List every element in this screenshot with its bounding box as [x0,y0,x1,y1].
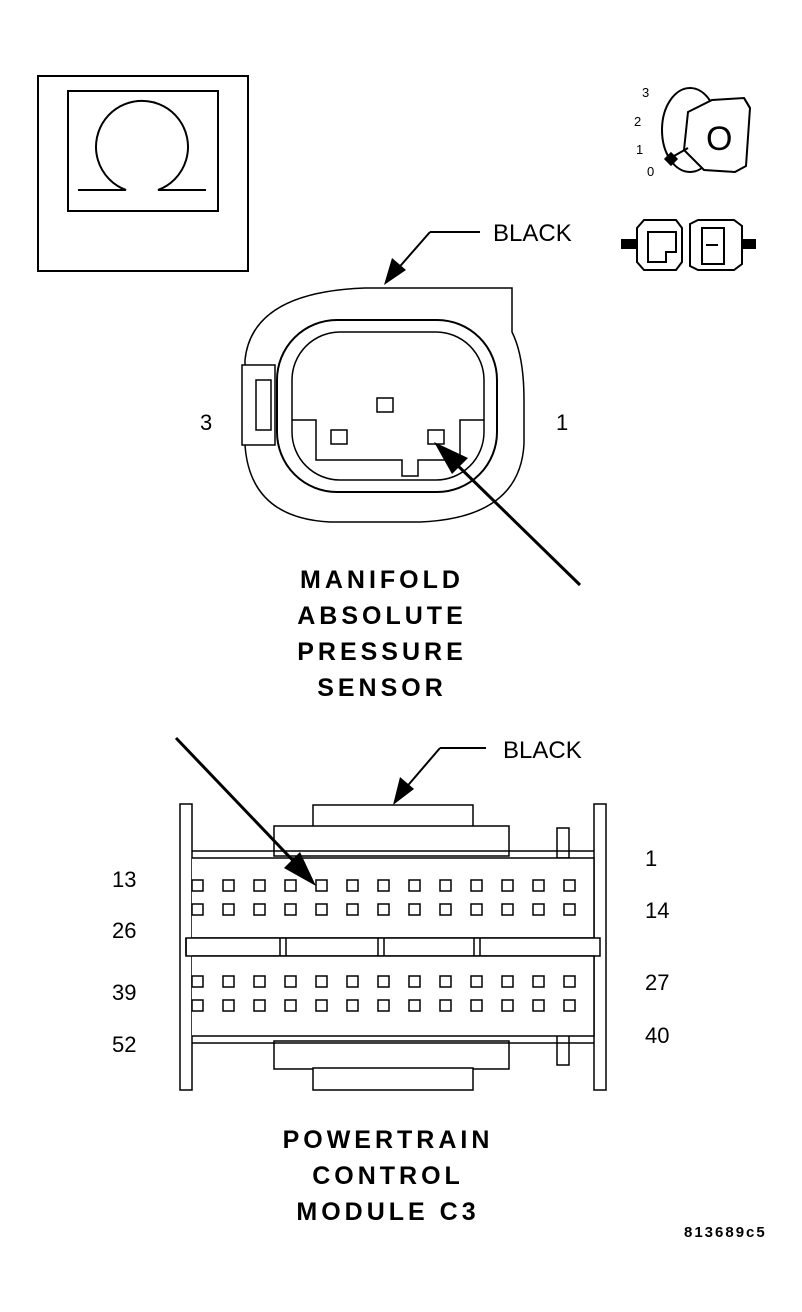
pcm-terminal [408,999,421,1012]
pcm-terminal [222,879,235,892]
pcm-terminal [222,999,235,1012]
pcm-terminal [439,879,452,892]
map-pin-right-number: 1 [556,410,568,435]
pcm-terminal [315,975,328,988]
pcm-pin-label-1: 1 [645,846,657,871]
pcm-terminal [377,879,390,892]
pcm-pin-label-52: 52 [112,1032,136,1057]
ignition-position-0: 0 [647,164,654,179]
ignition-key-letter: O [706,120,732,158]
map-sensor-connector: BLACK 3 1 [200,220,582,587]
pcm-color-label: BLACK [503,737,582,764]
pcm-terminal [377,903,390,916]
pcm-terminal [501,999,514,1012]
pcm-terminal [439,903,452,916]
pcm-terminal [253,879,266,892]
pcm-terminal [501,975,514,988]
pcm-terminal [408,903,421,916]
map-terminal-1 [427,429,445,445]
pcm-terminal-grid [191,879,576,1012]
pcm-terminal [191,999,204,1012]
pcm-terminal [346,903,359,916]
pcm-title: POWERTRAIN CONTROL MODULE C3 [283,1126,494,1226]
pcm-terminal [532,903,545,916]
pcm-terminal [532,999,545,1012]
pcm-terminal [315,999,328,1012]
pcm-terminal [439,999,452,1012]
pcm-terminal [532,975,545,988]
pcm-terminal [284,903,297,916]
pcm-terminal [253,999,266,1012]
pcm-terminal [501,879,514,892]
pcm-terminal [315,879,328,892]
pcm-terminal [470,975,483,988]
pcm-terminal [470,903,483,916]
ohm-icon [37,75,249,272]
pcm-connector: BLACK 13 26 39 52 1 1 [112,736,669,1091]
ignition-position-1: 1 [636,142,643,157]
pcm-title-line-1: POWERTRAIN [283,1126,494,1154]
pcm-terminal [470,879,483,892]
pcm-terminal [563,999,576,1012]
pcm-pin-label-39: 39 [112,980,136,1005]
pcm-terminal [377,975,390,988]
pcm-terminal [191,903,204,916]
map-title-line-1: MANIFOLD [300,566,464,594]
figure-code: 813689c5 [684,1224,767,1241]
map-sensor-title: MANIFOLD ABSOLUTE PRESSURE SENSOR [297,566,467,702]
map-terminal-3 [330,429,348,445]
pcm-terminal [253,975,266,988]
pcm-terminal [470,999,483,1012]
pcm-pin-label-40: 40 [645,1023,669,1048]
pcm-terminal [563,975,576,988]
pcm-terminal [191,975,204,988]
pcm-pin-label-27: 27 [645,970,669,995]
pcm-terminal [408,879,421,892]
pcm-terminal [284,999,297,1012]
map-terminal-2 [376,397,394,413]
pcm-terminal [222,975,235,988]
ignition-position-3: 3 [642,85,649,100]
pcm-pin-label-13: 13 [112,867,136,892]
pcm-pin-label-14: 14 [645,898,669,923]
ignition-position-2: 2 [634,114,641,129]
pcm-terminal [346,879,359,892]
pcm-terminal [284,975,297,988]
pcm-title-line-2: CONTROL [312,1162,464,1190]
map-title-line-4: SENSOR [317,674,447,702]
pcm-terminal [346,999,359,1012]
pcm-pin-label-26: 26 [112,918,136,943]
pcm-terminal [532,879,545,892]
pcm-terminal [501,903,514,916]
map-title-line-3: PRESSURE [297,638,467,666]
pcm-terminal [253,903,266,916]
pcm-terminal [222,903,235,916]
pcm-terminal [377,999,390,1012]
disconnected-connector-icon [621,219,756,271]
ignition-key-icon: 3 2 1 0 O [634,85,752,179]
pcm-terminal [346,975,359,988]
pcm-terminal [408,975,421,988]
pcm-title-line-3: MODULE C3 [296,1198,479,1226]
pcm-terminal [191,879,204,892]
map-sensor-color-label: BLACK [493,220,572,247]
pcm-terminal [563,879,576,892]
pcm-terminal [315,903,328,916]
map-pin-left-number: 3 [200,410,212,435]
map-title-line-2: ABSOLUTE [297,602,467,630]
pcm-terminal [439,975,452,988]
pcm-terminal [563,903,576,916]
pcm-terminal [284,879,297,892]
